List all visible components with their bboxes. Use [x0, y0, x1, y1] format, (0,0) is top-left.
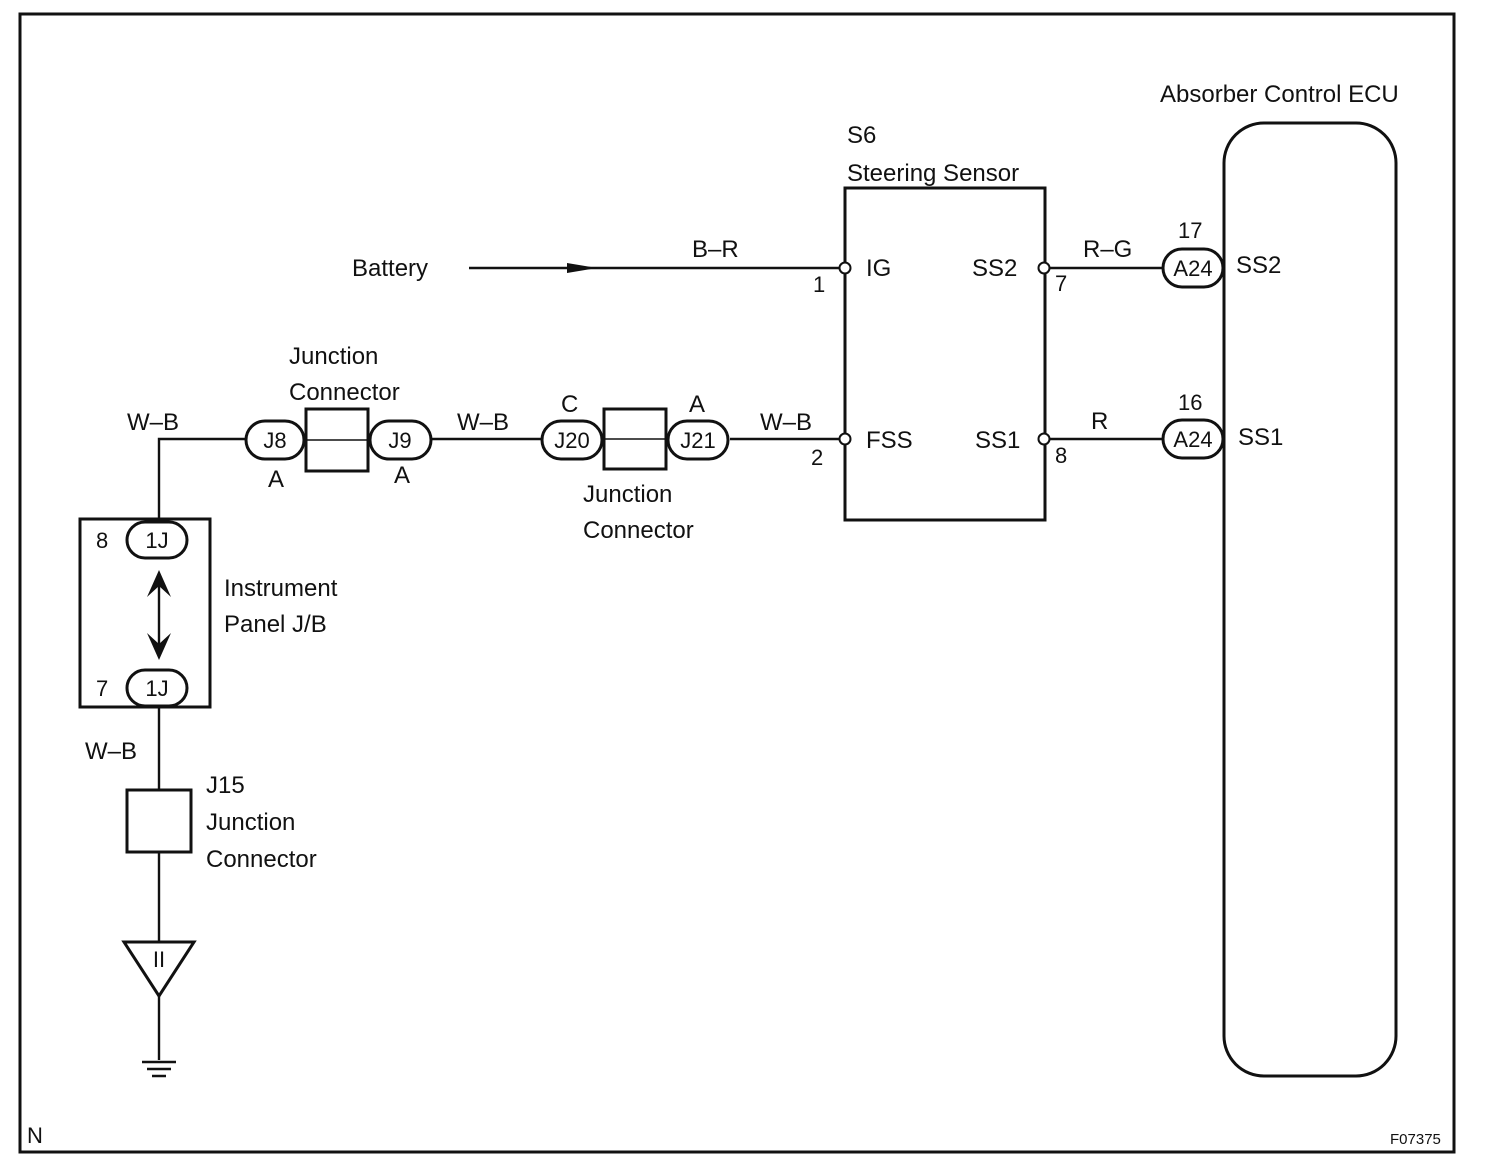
connector-j21-suffix: A	[689, 391, 705, 418]
pin-number-8: 8	[1055, 443, 1067, 468]
ground-point-mark: II	[153, 947, 165, 972]
connector-j21	[666, 419, 730, 461]
j8-to-jb-wire	[157, 437, 246, 523]
connector-j21-label: J21	[680, 428, 715, 453]
junction-top-line1: Junction	[289, 343, 378, 370]
steering-sensor-box	[843, 186, 1047, 522]
wire-label-w-b-mid: W–B	[457, 409, 509, 436]
wire-label-w-b-fss: W–B	[760, 409, 812, 436]
pin-number-16: 16	[1178, 390, 1202, 415]
sensor-pin-ig: IG	[866, 255, 891, 282]
instrument-panel-line1: Instrument	[224, 575, 338, 602]
j15-junction-connector-box	[125, 788, 193, 854]
wire-label-w-b-bottom: W–B	[85, 738, 137, 765]
sensor-pin-fss: FSS	[866, 427, 913, 454]
j15-line1: Junction	[206, 809, 295, 836]
sensor-code: S6	[847, 122, 876, 149]
corner-label-right: F07375	[1390, 1131, 1441, 1148]
jb-pin-7: 7	[96, 676, 108, 701]
diagram-frame	[18, 12, 1456, 1154]
sensor-pin-ss2: SS2	[972, 255, 1017, 282]
instrument-panel-line2: Panel J/B	[224, 611, 327, 638]
corner-label-left: N	[27, 1123, 43, 1148]
pin-number-2: 2	[811, 445, 823, 470]
absorber-control-ecu-box	[1222, 121, 1398, 1078]
connector-1j-top-label: 1J	[145, 528, 168, 553]
pin-number-17: 17	[1178, 218, 1202, 243]
jb-up-arrow-icon	[147, 570, 171, 597]
connector-j20-label: J20	[554, 428, 589, 453]
connector-a24-bottom-label: A24	[1173, 427, 1212, 452]
junction-top-line2: Connector	[289, 379, 400, 406]
connector-a24-bottom	[1161, 418, 1225, 460]
terminal-ss2	[1037, 261, 1051, 275]
terminal-ss1	[1037, 432, 1051, 446]
battery-label: Battery	[352, 255, 428, 282]
connector-j9-suffix: A	[394, 462, 410, 489]
terminal-ig	[838, 261, 852, 275]
ecu-pin-ss2: SS2	[1236, 252, 1281, 279]
ground-point-icon	[121, 940, 197, 999]
wire-label-b-r: B–R	[692, 236, 739, 263]
wire-label-w-b-left: W–B	[127, 409, 179, 436]
connector-1j-bottom-label: 1J	[145, 676, 168, 701]
junction-mid-line2: Connector	[583, 517, 694, 544]
ecu-title: Absorber Control ECU	[1160, 81, 1399, 108]
junction-mid-line1: Junction	[583, 481, 672, 508]
wire-label-r: R	[1091, 408, 1108, 435]
connector-a24-top	[1161, 247, 1225, 289]
battery-arrow-icon	[567, 263, 597, 273]
jb-down-arrow-icon	[147, 633, 171, 660]
j15-code: J15	[206, 772, 245, 799]
connector-1j-bottom	[125, 668, 189, 708]
pin-number-1: 1	[813, 272, 825, 297]
connector-j9-label: J9	[388, 428, 411, 453]
connector-1j-top	[125, 520, 189, 560]
connector-j9	[368, 419, 433, 461]
sensor-title: Steering Sensor	[847, 160, 1019, 187]
j15-line2: Connector	[206, 846, 317, 873]
connector-a24-top-label: A24	[1173, 256, 1212, 281]
terminal-fss	[838, 432, 852, 446]
connector-j8-label: J8	[263, 428, 286, 453]
wire-label-r-g: R–G	[1083, 236, 1132, 263]
pin-number-7: 7	[1055, 271, 1067, 296]
sensor-pin-ss1: SS1	[975, 427, 1020, 454]
ecu-pin-ss1: SS1	[1238, 424, 1283, 451]
ground-icon	[142, 1060, 176, 1078]
connector-j8-suffix: A	[268, 466, 284, 493]
jb-pin-8: 8	[96, 528, 108, 553]
connector-j20-suffix: C	[561, 391, 578, 418]
